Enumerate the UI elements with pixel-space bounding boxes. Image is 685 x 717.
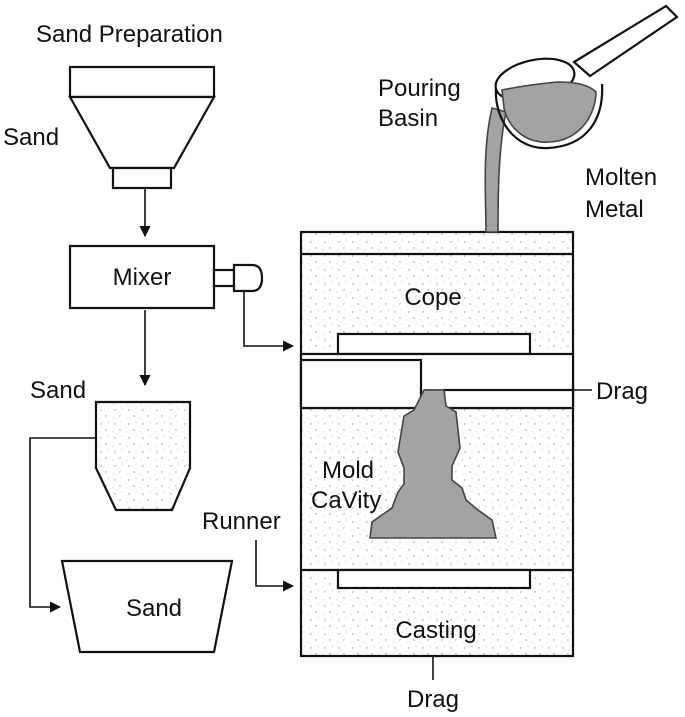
- cope-pattern: [336, 332, 532, 356]
- molten-metal-label-1: Molten: [585, 164, 657, 191]
- drag-bottom-label: Drag: [407, 686, 459, 713]
- title-label: Sand Preparation: [36, 21, 223, 48]
- casting-label: Casting: [395, 617, 476, 644]
- hopper: [68, 65, 216, 190]
- arrow-bin-to-tray: [29, 437, 96, 613]
- drag-bar: [442, 388, 575, 410]
- sand-tray: [60, 559, 234, 654]
- pour-stream: [484, 107, 507, 233]
- runner-block: [299, 358, 423, 410]
- hopper-sand-label: Sand: [3, 124, 59, 151]
- sand-bin: [94, 400, 192, 512]
- mold-cavity: [369, 389, 497, 539]
- cope-label: Cope: [404, 284, 461, 311]
- sand-tray-label: Sand: [126, 595, 182, 622]
- mold-cavity-label-2: CaVity: [311, 487, 381, 514]
- ladle: [494, 4, 679, 150]
- drag-pattern: [336, 568, 532, 590]
- drag-side-label: Drag: [596, 378, 648, 405]
- molten-metal-label-2: Metal: [585, 196, 644, 223]
- mold-cavity-label-1: Mold: [322, 457, 374, 484]
- arrow-mixer-to-mold: [243, 291, 295, 352]
- sand-bin-label: Sand: [30, 377, 86, 404]
- pouring-basin-label-2: Basin: [378, 105, 438, 132]
- mixer-label: Mixer: [113, 264, 172, 291]
- pouring-basin-label-1: Pouring: [378, 75, 461, 102]
- arrow-runner: [255, 540, 295, 592]
- runner-label: Runner: [202, 508, 281, 535]
- mixer-motor: [212, 263, 264, 293]
